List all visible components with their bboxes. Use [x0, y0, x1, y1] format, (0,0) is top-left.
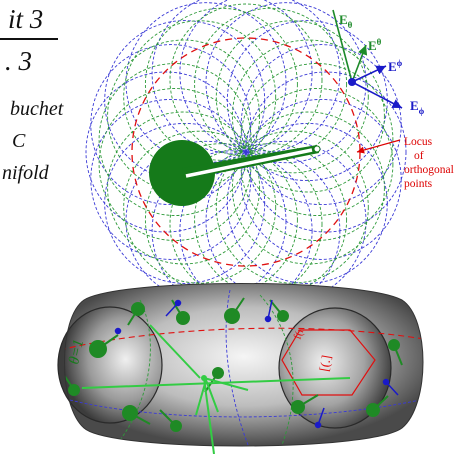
e-phi-lower-vector	[351, 81, 403, 109]
blue-coordinate-grid	[85, 0, 407, 312]
torus-frame-origin	[201, 375, 207, 381]
green-grid-circle	[240, 88, 394, 241]
torus-fragment-label: f(r	[292, 326, 307, 341]
green-grid-circle	[215, 130, 369, 284]
torus: θ=1 [(.] f(r	[57, 283, 424, 447]
green-grid-circle	[144, 7, 298, 161]
green-grid-circle	[144, 143, 298, 297]
e-theta-lower-label: Eθ	[339, 12, 353, 30]
left-text-line-4: C	[12, 130, 26, 152]
torus-bracket-label: [(.]	[316, 354, 334, 373]
green-disk	[149, 140, 215, 206]
locus-annotation: Locus of orthogonal points	[404, 136, 457, 190]
torus-right-opening	[279, 308, 391, 428]
green-grid-circle	[123, 20, 277, 174]
fraction-bar	[0, 38, 58, 40]
blue-grid-circle	[240, 44, 402, 206]
green-grid-circle	[231, 111, 385, 265]
left-heading-line-2: . 3	[5, 46, 32, 76]
blue-grid-circle	[179, 0, 341, 154]
e-phi-upper-label: Eϕ	[388, 58, 403, 74]
blue-grid-circle	[90, 44, 252, 206]
e-theta-lower-vector	[332, 9, 353, 83]
torus-theta-label: θ=1	[66, 338, 87, 366]
green-grid-circle	[231, 39, 385, 193]
e-theta-upper-label: Eθ	[368, 37, 382, 53]
green-grid-circle	[123, 130, 277, 284]
spoke-tip	[313, 145, 321, 153]
green-grid-circle	[107, 39, 261, 193]
green-grid-circle	[194, 7, 348, 161]
green-grid-circle	[215, 20, 369, 174]
locus-arrow	[356, 139, 401, 154]
torus-surface-markings: θ=1 [(.] f(r	[64, 289, 423, 446]
e-phi-lower-label: Eϕ	[410, 98, 425, 116]
left-heading-line-1: it 3	[8, 4, 44, 34]
left-text-line-3: buchet	[10, 98, 64, 120]
basis-vectors	[332, 9, 403, 109]
green-grid-circle	[107, 111, 261, 265]
blue-grid-circle	[151, 0, 313, 154]
basis-point	[348, 78, 356, 86]
green-grid-circle	[194, 143, 348, 297]
e-phi-upper-vector	[351, 65, 387, 83]
white-spoke-highlight	[185, 148, 313, 178]
torus-left-opening	[58, 307, 162, 423]
left-text-line-5: nifold	[2, 162, 49, 184]
blue-grid-circle	[205, 2, 367, 164]
green-grid-circle	[169, 3, 323, 157]
e-theta-upper-vector	[351, 44, 368, 83]
